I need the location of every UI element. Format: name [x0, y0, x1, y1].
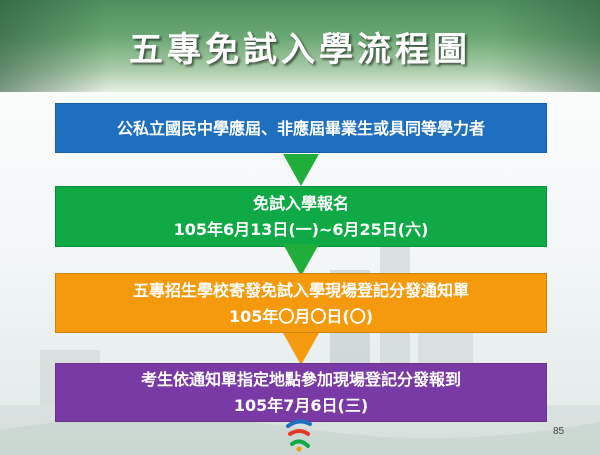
- logo-icon: [286, 419, 312, 452]
- step-3-box: 五專招生學校寄發免試入學現場登記分發通知單 105年〇月〇日(〇): [55, 273, 547, 333]
- step-4-title: 考生依通知單指定地點參加現場登記分發報到: [140, 370, 461, 389]
- slide-title: 五專免試入學流程圖: [129, 30, 471, 70]
- page-number: 85: [553, 426, 565, 437]
- step-4-box: 考生依通知單指定地點參加現場登記分發報到 105年7月6日(三): [55, 363, 547, 422]
- step-2-box: 免試入學報名 105年6月13日(一)~6月25日(六): [55, 186, 547, 247]
- step-4-date: 105年7月6日(三): [233, 396, 369, 415]
- step-3-title: 五專招生學校寄發免試入學現場登記分發通知單: [132, 281, 469, 300]
- arrow-down-icon: [283, 244, 319, 276]
- arrow-down-icon: [283, 154, 319, 186]
- step-2-title: 免試入學報名: [252, 194, 349, 213]
- title-banner-shade: [0, 0, 600, 92]
- step-1-box: 公私立國民中學應屆、非應屆畢業生或具同等學力者: [55, 103, 547, 153]
- step-3-date: 105年〇月〇日(〇): [228, 307, 374, 326]
- arrow-down-icon: [283, 333, 319, 365]
- step-1-text: 公私立國民中學應屆、非應屆畢業生或具同等學力者: [116, 119, 485, 138]
- step-2-date: 105年6月13日(一)~6月25日(六): [173, 220, 429, 239]
